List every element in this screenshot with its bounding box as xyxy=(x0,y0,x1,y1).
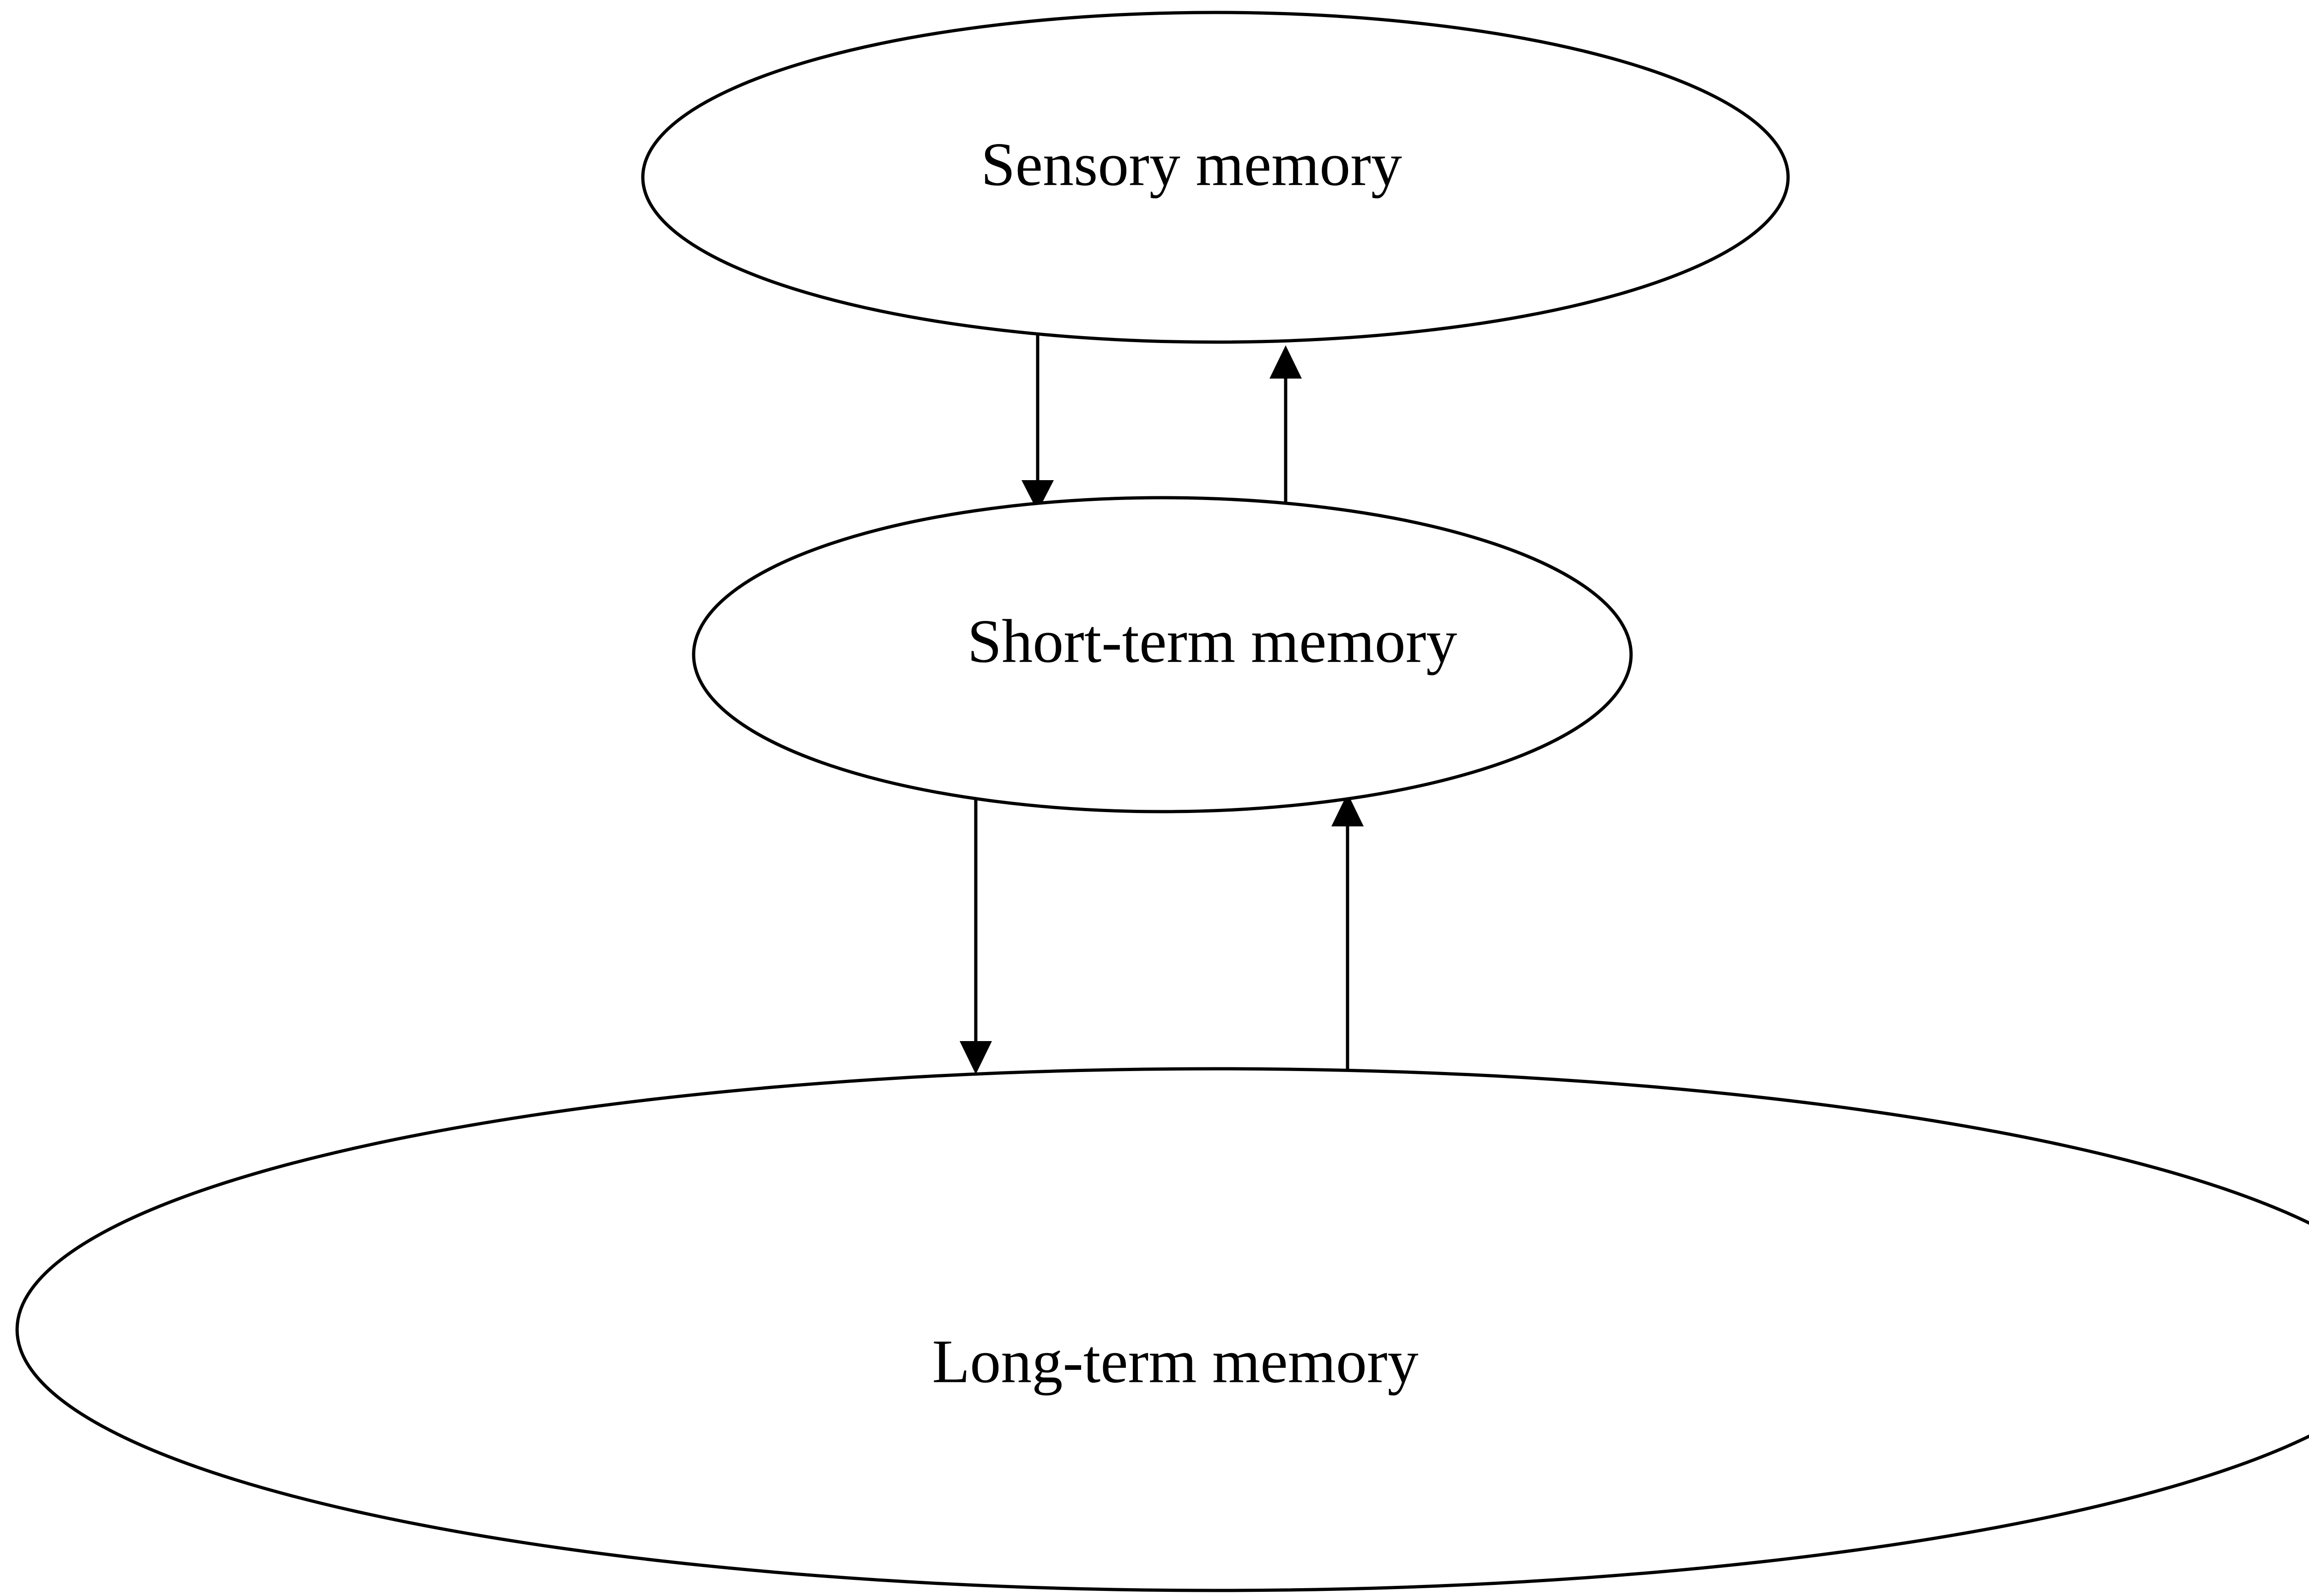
node-long-term-memory-label: Long-term memory xyxy=(932,1327,1418,1396)
node-short-term-memory-label: Short-term memory xyxy=(967,607,1457,675)
edge-sensory-to-short-term xyxy=(1022,329,1054,512)
node-short-term-memory: Short-term memory xyxy=(692,496,1633,813)
edge-short-term-to-long-term xyxy=(960,797,992,1074)
node-long-term-memory-shape xyxy=(16,1067,2309,1592)
node-sensory-memory-shape xyxy=(641,11,1790,344)
node-long-term-memory: Long-term memory xyxy=(16,1067,2309,1592)
edge-long-term-to-short-term xyxy=(1331,793,1364,1076)
edge-short-term-to-sensory xyxy=(1269,345,1302,502)
node-sensory-memory-label: Sensory memory xyxy=(981,130,1402,199)
node-short-term-memory-shape xyxy=(692,496,1633,813)
node-sensory-memory: Sensory memory xyxy=(641,11,1790,344)
